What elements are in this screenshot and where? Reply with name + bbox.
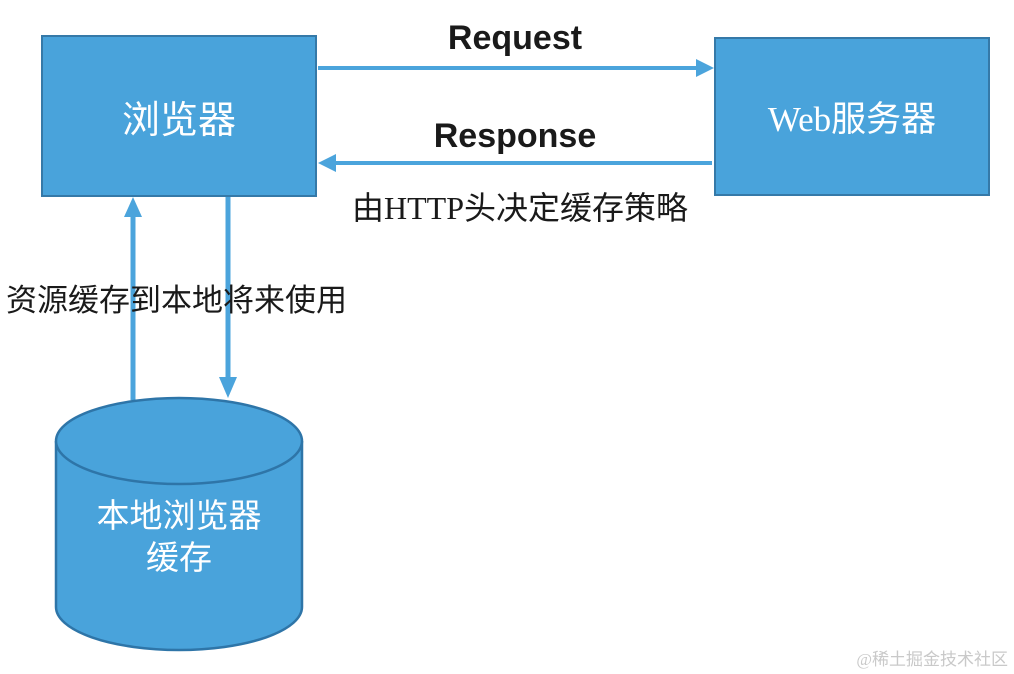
response-arrowhead-icon [318, 154, 336, 172]
database-cylinder-top [54, 396, 304, 486]
request-arrow [318, 59, 714, 77]
request-label: Request [447, 19, 583, 57]
local-cache-cylinder [54, 396, 304, 652]
http-cache-policy-note: 由HTTP头决定缓存策略 [352, 190, 689, 226]
cache-read-arrow [124, 197, 142, 400]
response-arrow [318, 154, 712, 172]
web-server-node-label: Web服务器 [767, 100, 937, 139]
local-cache-label-line1: 本地浏览器 [96, 499, 262, 535]
local-cache-label: 本地浏览器 缓存 [56, 497, 302, 581]
response-label: Response [433, 117, 597, 155]
cache-usage-note: 资源缓存到本地将来使用 [6, 283, 347, 318]
local-cache-label-line2: 缓存 [146, 540, 212, 577]
cache-write-arrow [219, 197, 237, 398]
browser-node-label: 浏览器 [121, 99, 236, 142]
cache-write-arrowhead-icon [219, 377, 237, 398]
database-cylinder-body [54, 441, 304, 652]
browser-node: 浏览器 [41, 35, 317, 197]
watermark: @稀土掘金技术社区 [856, 650, 1008, 669]
cache-read-arrowhead-icon [124, 197, 142, 217]
web-server-node: Web服务器 [714, 37, 990, 196]
request-arrowhead-icon [696, 59, 714, 77]
